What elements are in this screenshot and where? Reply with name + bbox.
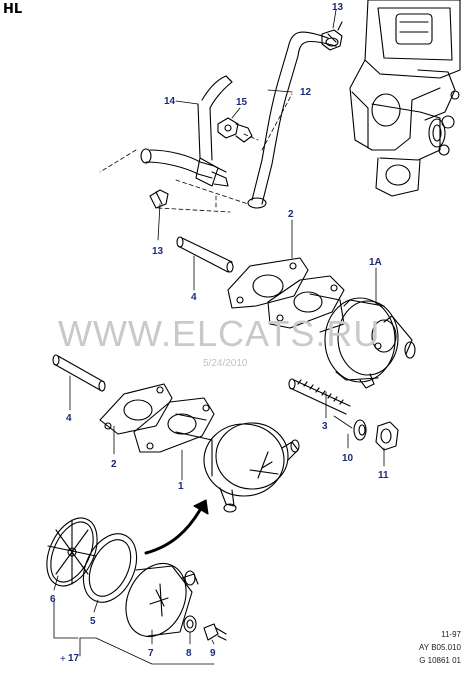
gasket-2-upper <box>227 257 309 309</box>
callout-4-upper: 4 <box>191 292 197 303</box>
washer-10 <box>353 419 367 441</box>
screw-9 <box>203 623 227 641</box>
hose-clip-15 <box>217 117 253 143</box>
callout-7: 7 <box>148 648 154 659</box>
diaphragm-6 <box>46 517 98 587</box>
cover-7 <box>125 563 199 637</box>
vacuum-hose-12 <box>247 31 339 209</box>
assembly-leader-lines <box>99 93 293 213</box>
pin-4-upper <box>176 236 234 273</box>
callout-5: 5 <box>90 616 96 627</box>
callout-8: 8 <box>186 648 192 659</box>
callout-14: 14 <box>164 96 176 107</box>
pin-4-lower <box>52 354 106 392</box>
callout-13-mid: 13 <box>152 246 164 257</box>
watermark-site: WWW.ELCATS.RU <box>58 313 381 354</box>
footer-ref: AY B05.010 <box>419 643 461 652</box>
callout-11: 11 <box>378 470 389 481</box>
callout-3: 3 <box>322 421 328 432</box>
gasket-2-lower <box>99 383 173 435</box>
nut-11 <box>375 421 399 451</box>
callout-2-lower: 2 <box>111 459 117 470</box>
callout-13-top: 13 <box>332 2 344 13</box>
footer-date: 11-97 <box>441 630 461 639</box>
vacuum-hose-14 <box>140 75 233 187</box>
stud-3 <box>288 378 351 415</box>
washer-8 <box>183 615 197 633</box>
callout-labels: 13 12 14 15 13 2 4 1A 3 10 11 4 2 1 6 5 … <box>50 2 389 664</box>
footer-code: G 10861 01 <box>419 656 461 665</box>
callout-2-upper: 2 <box>288 209 294 220</box>
callout-9: 9 <box>210 648 216 659</box>
egr-valve-1 <box>133 397 300 513</box>
watermark-date: 5/24/2010 <box>203 358 248 369</box>
callout-leaders <box>53 9 385 665</box>
seal-ring-5 <box>82 533 138 603</box>
diagram-corner-label: HL <box>3 2 23 17</box>
hose-clip-13-top <box>321 21 343 51</box>
callout-15: 15 <box>236 97 248 108</box>
callout-10: 10 <box>342 453 354 464</box>
callout-17: 17 <box>68 653 80 664</box>
egr-valve-1a <box>267 275 416 389</box>
callout-12: 12 <box>300 87 312 98</box>
callout-1: 1 <box>178 481 184 492</box>
callout-1a: 1A <box>369 257 382 268</box>
hose-clip-13-mid <box>149 189 169 209</box>
callout-6: 6 <box>50 594 56 605</box>
throttle-body-assembly <box>349 0 461 197</box>
callout-4-lower: 4 <box>66 413 72 424</box>
approx-mark: + <box>60 654 66 665</box>
assembly-direction-arrow <box>144 499 209 555</box>
